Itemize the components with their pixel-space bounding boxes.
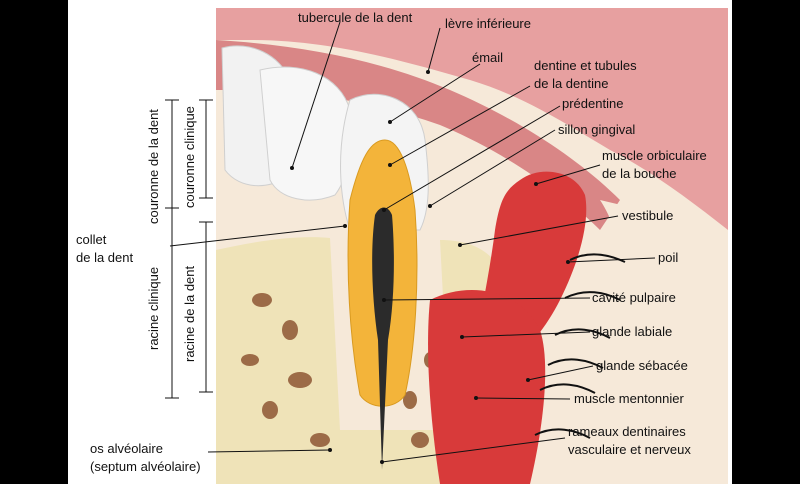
lip-outer	[216, 8, 728, 230]
label-levre: lèvre inférieure	[445, 16, 531, 31]
leader-lines	[169, 21, 656, 464]
label-muscle-ment: muscle mentonnier	[574, 391, 684, 406]
alveolar-bone	[216, 237, 500, 484]
label-dentine-1: dentine et tubules	[534, 58, 637, 73]
label-poil: poil	[658, 250, 678, 265]
label-racine-clinique: racine clinique	[146, 267, 161, 350]
label-dentine-2: de la dentine	[534, 76, 608, 91]
mentalis-muscle	[428, 290, 546, 484]
label-couronne-clinique: couronne clinique	[182, 106, 197, 208]
label-rameaux-2: vasculaire et nerveux	[568, 442, 691, 457]
label-rameaux-1: rameaux dentinaires	[568, 424, 686, 439]
pulp-cavity	[372, 207, 394, 470]
label-glande-labiale: glande labiale	[592, 324, 672, 339]
label-muscle-orb-2: de la bouche	[602, 166, 676, 181]
label-cavite: cavité pulpaire	[592, 290, 676, 305]
skin	[600, 200, 728, 484]
label-glande-sebacee: glande sébacée	[596, 358, 688, 373]
illustration	[216, 8, 728, 484]
label-tubercule: tubercule de la dent	[298, 10, 413, 25]
label-os-2: (septum alvéolaire)	[90, 459, 201, 474]
label-couronne-dent: couronne de la dent	[146, 109, 161, 224]
brackets	[165, 99, 213, 399]
label-collet-1: collet	[76, 232, 107, 247]
label-collet-2: de la dent	[76, 250, 133, 265]
label-predentine: prédentine	[562, 96, 623, 111]
label-sillon: sillon gingival	[558, 122, 635, 137]
label-vestibule: vestibule	[622, 208, 673, 223]
label-email: émail	[472, 50, 503, 65]
hairs	[534, 253, 626, 439]
labels: tubercule de la dent lèvre inférieure ém…	[76, 10, 707, 474]
label-os-1: os alvéolaire	[90, 441, 163, 456]
label-muscle-orb-1: muscle orbiculaire	[602, 148, 707, 163]
label-racine-dent: racine de la dent	[182, 265, 197, 362]
